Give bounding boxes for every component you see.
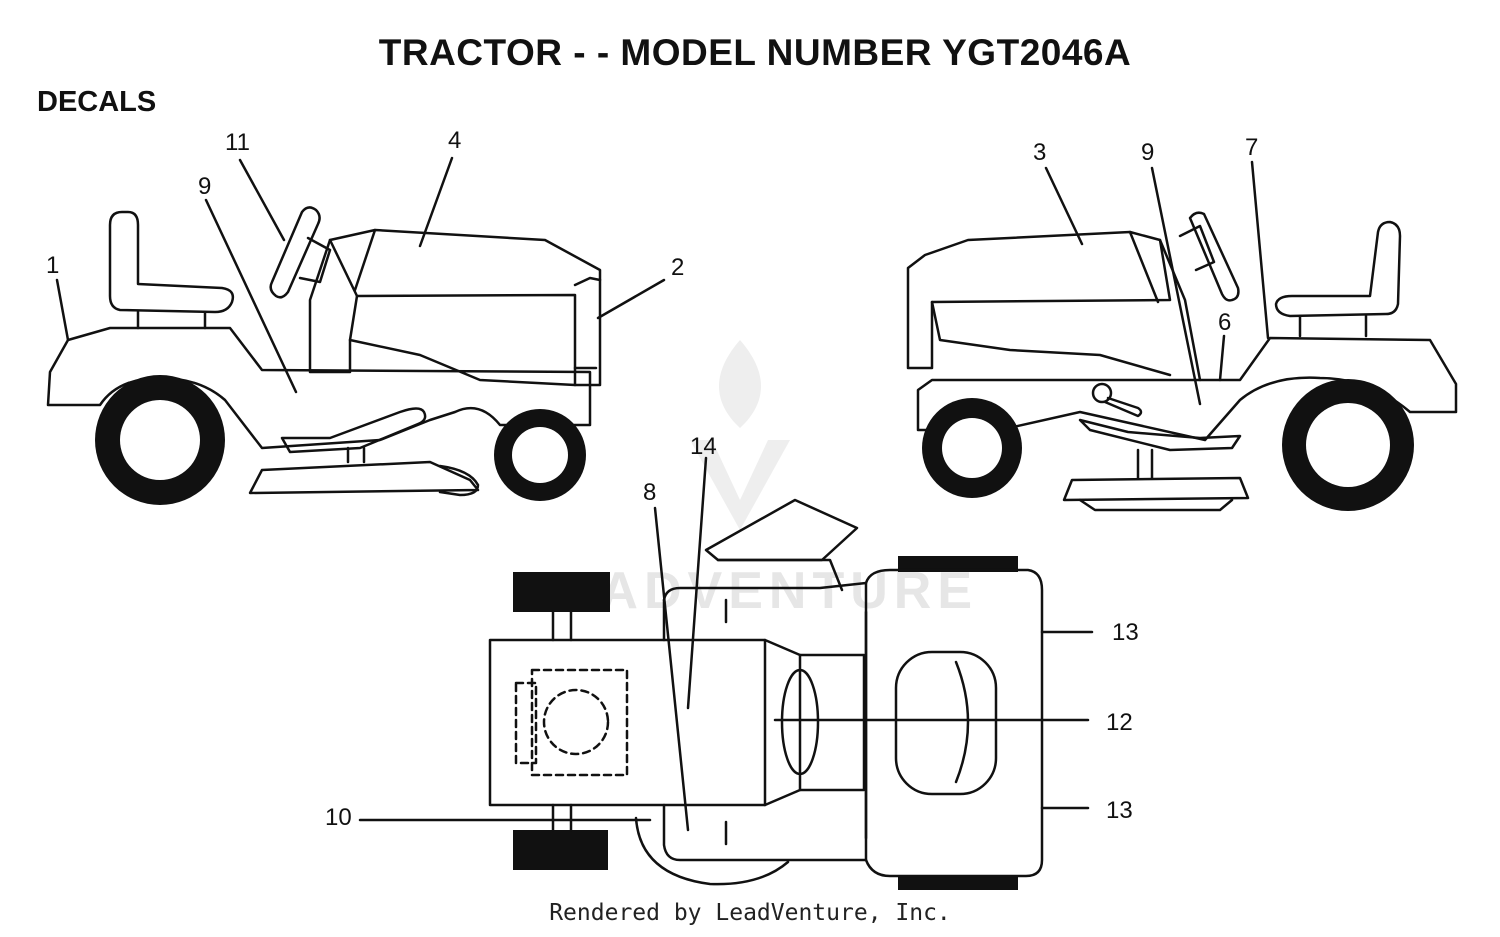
callout-11: 11 [225, 129, 250, 156]
tire-top-right [898, 556, 1018, 572]
mower-deck-right [1062, 476, 1250, 502]
hood-right [906, 230, 1172, 370]
tractor-top-view [358, 456, 1094, 890]
callout-9-left: 9 [198, 173, 211, 200]
rear-body [864, 568, 1044, 878]
callout-13-top: 13 [1112, 619, 1139, 646]
diagram-title: TRACTOR - - MODEL NUMBER YGT2046A [378, 32, 1132, 73]
callout-6: 6 [1218, 309, 1231, 336]
callout-13-bottom: 13 [1106, 797, 1133, 824]
callout-8: 8 [643, 479, 656, 506]
callout-1: 1 [46, 252, 59, 279]
section-label: DECALS [37, 86, 157, 118]
tire-bottom-left [513, 830, 608, 870]
callout-4: 4 [448, 127, 461, 154]
callout-10: 10 [325, 804, 352, 831]
callout-14: 14 [690, 433, 717, 460]
mower-deck [248, 460, 480, 495]
rear-wheel-right [1282, 379, 1414, 511]
front-wheel-left [494, 409, 586, 501]
tire-bottom-right [898, 876, 1018, 890]
tire-top-left [513, 572, 610, 612]
hood [328, 228, 602, 387]
callout-12: 12 [1106, 709, 1133, 736]
footer-credit: Rendered by LeadVenture, Inc. [549, 900, 951, 926]
front-wheel-right [922, 398, 1022, 498]
steering-wheel [269, 206, 321, 299]
callouts: 1 11 9 4 2 3 9 7 6 14 8 13 12 10 13 [46, 127, 1258, 831]
callout-9-right: 9 [1141, 139, 1154, 166]
seat-right [1274, 220, 1402, 318]
steering-wheel-right [1188, 211, 1240, 302]
fender-right [916, 336, 1458, 442]
callout-2: 2 [671, 254, 684, 281]
callout-3: 3 [1033, 139, 1046, 166]
seat [108, 210, 235, 314]
tractor-right-side-view [906, 160, 1458, 512]
tractor-left-side-view [46, 156, 666, 505]
seat-top [894, 650, 998, 796]
callout-7: 7 [1245, 134, 1258, 161]
rear-wheel-left [95, 375, 225, 505]
